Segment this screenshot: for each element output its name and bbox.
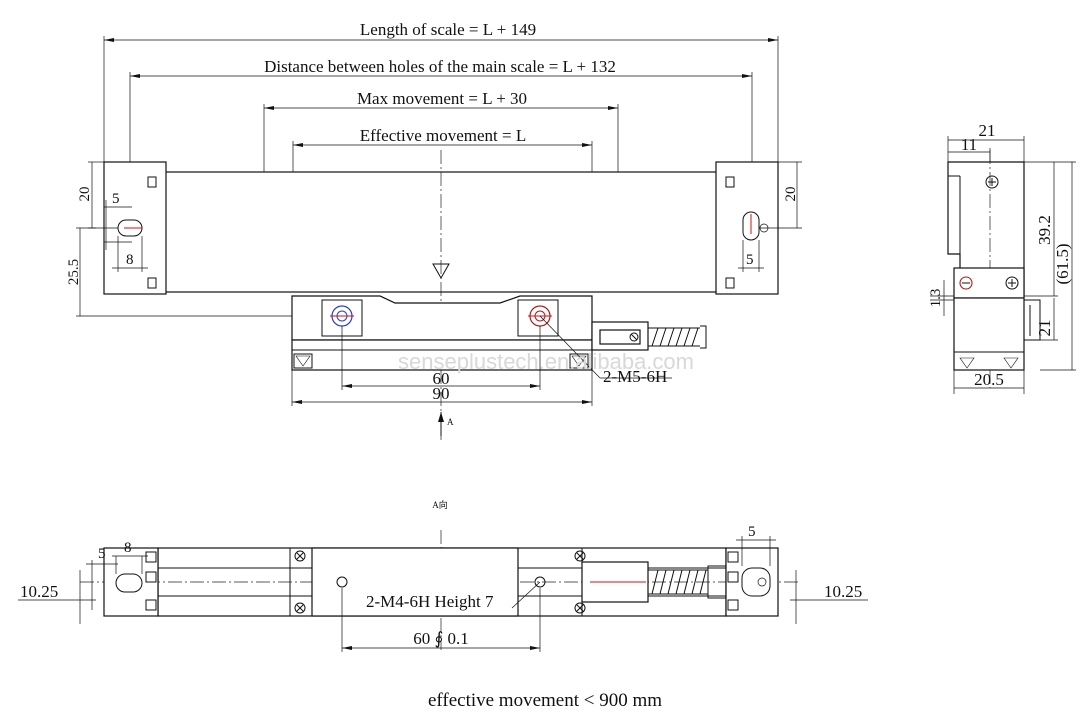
side-dim-11: 11 — [961, 135, 977, 154]
bottom-cable-spring — [648, 565, 727, 599]
main-scale-body — [157, 171, 727, 293]
side-screw-top — [985, 175, 999, 189]
bottom-dim-10-25-right: 10.25 — [824, 582, 862, 601]
side-dim-20-5: 20.5 — [974, 370, 1004, 389]
watermark: senseplustech.en.alibaba.com — [398, 349, 694, 374]
bottom-dim-8-left: 8 — [124, 540, 132, 556]
max-movement-label: Max movement = L + 30 — [357, 89, 527, 108]
front-dim-60: 60 — [433, 369, 450, 388]
bottom-right-slot — [741, 567, 771, 597]
bottom-dim-5-left: 5 — [98, 546, 106, 562]
right-head-pocket — [517, 299, 559, 337]
bottom-left-slot — [115, 573, 143, 593]
bottom-view-title: A向 — [432, 499, 448, 510]
side-dim-21-right: 21 — [1035, 320, 1054, 337]
hole-distance-label: Distance between holes of the main scale… — [264, 57, 616, 76]
side-view: 21 11 39.2 (61.5) 21 — [928, 121, 1076, 394]
right-dim-20: 20 — [783, 187, 799, 202]
left-dim-5: 5 — [112, 191, 120, 207]
bottom-view: A向 — [18, 499, 868, 652]
front-dim-90: 90 — [433, 384, 450, 403]
length-of-scale-label: Length of scale = L + 149 — [360, 20, 536, 39]
side-dim-1-3: 1.3 — [928, 289, 944, 308]
side-dim-39-2: 39.2 — [1035, 215, 1054, 245]
right-mounting-slot — [742, 211, 760, 241]
bottom-dim-10-25-left: 10.25 — [20, 582, 58, 601]
effective-movement-label: Effective movement = L — [360, 126, 526, 145]
bottom-dim-5-right: 5 — [748, 524, 756, 540]
right-dim-5: 5 — [746, 252, 754, 268]
bottom-thread-label: 2-M4-6H Height 7 — [366, 592, 494, 611]
bottom-m4-hole-right — [534, 576, 546, 588]
front-thread-label: 2-M5-6H — [603, 367, 667, 386]
left-dim-25-5: 25.5 — [66, 259, 82, 285]
bottom-m4-hole-left — [336, 576, 348, 588]
left-dim-20: 20 — [77, 187, 93, 202]
front-view: Length of scale = L + 149 Distance betwe… — [66, 20, 802, 440]
footer-note: effective movement < 900 mm — [427, 690, 663, 711]
head-screws — [294, 550, 586, 614]
left-dim-8: 8 — [126, 252, 134, 268]
side-dim-21-top: 21 — [979, 121, 996, 140]
side-dim-61-5: (61.5) — [1053, 243, 1072, 284]
bottom-head-plate — [311, 547, 519, 617]
view-arrow-label: A — [447, 417, 454, 427]
cable-spring — [648, 325, 707, 349]
bottom-hole-spacing: 60 ∮ 0.1 — [413, 629, 469, 648]
